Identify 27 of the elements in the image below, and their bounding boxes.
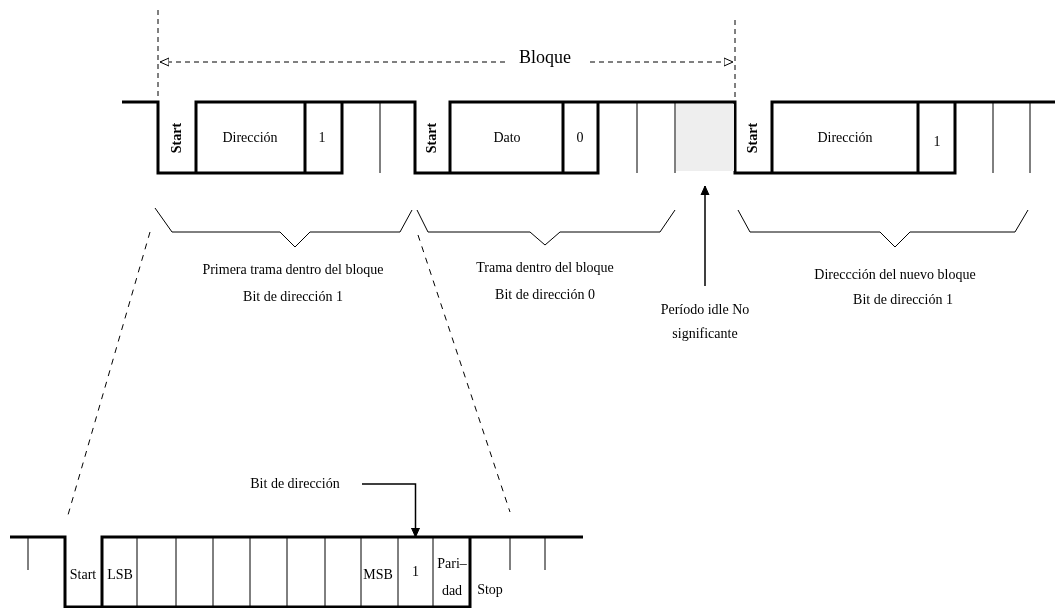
bit-label: Start (69, 566, 97, 584)
bit-label: Start (168, 122, 185, 154)
note-text: Período idle No significante (655, 286, 755, 358)
field-label: Dirección (222, 129, 278, 147)
frame-caption: Trama dentro del bloque (476, 259, 614, 277)
frame-caption: Direccción del nuevo bloque (814, 266, 976, 284)
bit-label: Start (423, 122, 440, 154)
leader-line (361, 483, 420, 538)
field-label: Dirección (817, 129, 873, 147)
arrow (700, 185, 710, 287)
bit-label: Pari–dad (436, 555, 468, 600)
bit-label: 1 (398, 537, 433, 607)
frame-caption: Primera trama dentro del bloque (202, 261, 384, 279)
bit-label: 0 (576, 129, 584, 147)
note-text: Bit de dirección (230, 472, 360, 496)
bit-label: Start (744, 122, 761, 154)
frame-caption: Bit de dirección 1 (853, 291, 953, 309)
frame-caption: Bit de dirección 0 (495, 286, 595, 304)
idle-period (676, 104, 734, 171)
block-label: Bloque (519, 47, 571, 69)
bit-label: LSB (107, 566, 133, 584)
bit-label: MSB (363, 566, 393, 584)
field-label: Dato (493, 129, 521, 147)
bit-label: 1 (318, 129, 326, 147)
bit-label: 1 (933, 133, 941, 151)
bit-label: Stop (477, 581, 503, 599)
frame-caption: Bit de dirección 1 (243, 288, 343, 306)
